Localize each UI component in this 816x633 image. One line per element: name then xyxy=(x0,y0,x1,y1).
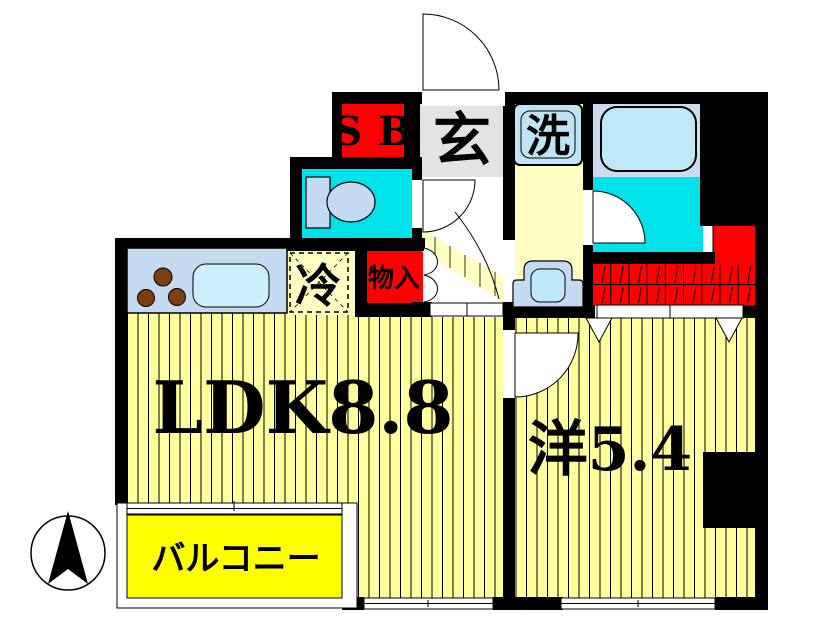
refrigerator-nook-floor xyxy=(287,251,355,315)
closet-sliding-door-icon xyxy=(596,304,744,319)
western-room-door-swing-icon xyxy=(514,332,579,398)
balcony-deck xyxy=(126,514,343,599)
entrance-door-swing-icon xyxy=(422,13,500,91)
western-room-label: 洋5.4 xyxy=(528,415,692,485)
ldk-sliding-door-icon xyxy=(429,302,504,317)
refrigerator-space-icon xyxy=(289,252,349,313)
washing-machine-icon xyxy=(513,103,583,166)
washroom-door-swing-icon xyxy=(454,211,500,300)
pillar xyxy=(703,452,765,528)
hall-door-swing-icon xyxy=(422,179,476,233)
closet-door-marker-icon xyxy=(715,317,743,344)
hanger-rack-icon xyxy=(593,264,757,305)
storage-box xyxy=(365,248,423,305)
western-room-window-icon xyxy=(560,597,716,610)
balcony-window-overlay xyxy=(126,501,343,515)
storage-bifold-door-icon xyxy=(423,247,438,303)
ldk-label: LDK8.8 xyxy=(153,365,454,450)
ldk-floor xyxy=(127,250,503,598)
shaft-box xyxy=(340,102,406,157)
washbasin-icon xyxy=(512,260,584,308)
north-compass-icon xyxy=(30,511,106,591)
closet-door-marker-icon xyxy=(585,317,613,344)
entrance-floor xyxy=(420,102,507,177)
toilet-icon xyxy=(305,176,376,229)
entrance-label: 玄 xyxy=(433,106,491,174)
balcony-label: バルコニー xyxy=(151,539,320,579)
bathtub-icon xyxy=(600,106,697,172)
shaft-label: S B xyxy=(333,108,413,155)
laundry-label: 洗 xyxy=(526,111,570,162)
stove-burners-icon xyxy=(137,267,186,307)
balcony xyxy=(116,502,358,609)
kitchen-sink-icon xyxy=(192,263,270,308)
hallway-floor-band xyxy=(420,228,503,302)
ldk-window-icon xyxy=(363,597,494,610)
fixtures xyxy=(126,103,697,314)
bathroom-door-swing-icon xyxy=(592,190,646,244)
storage-label: 物入 xyxy=(368,264,420,294)
room-labels: S B 玄 洗 冷 物入 LDK8.8 洋5.4 バルコニー xyxy=(151,106,692,579)
refrigerator-label: 冷 xyxy=(295,259,341,313)
